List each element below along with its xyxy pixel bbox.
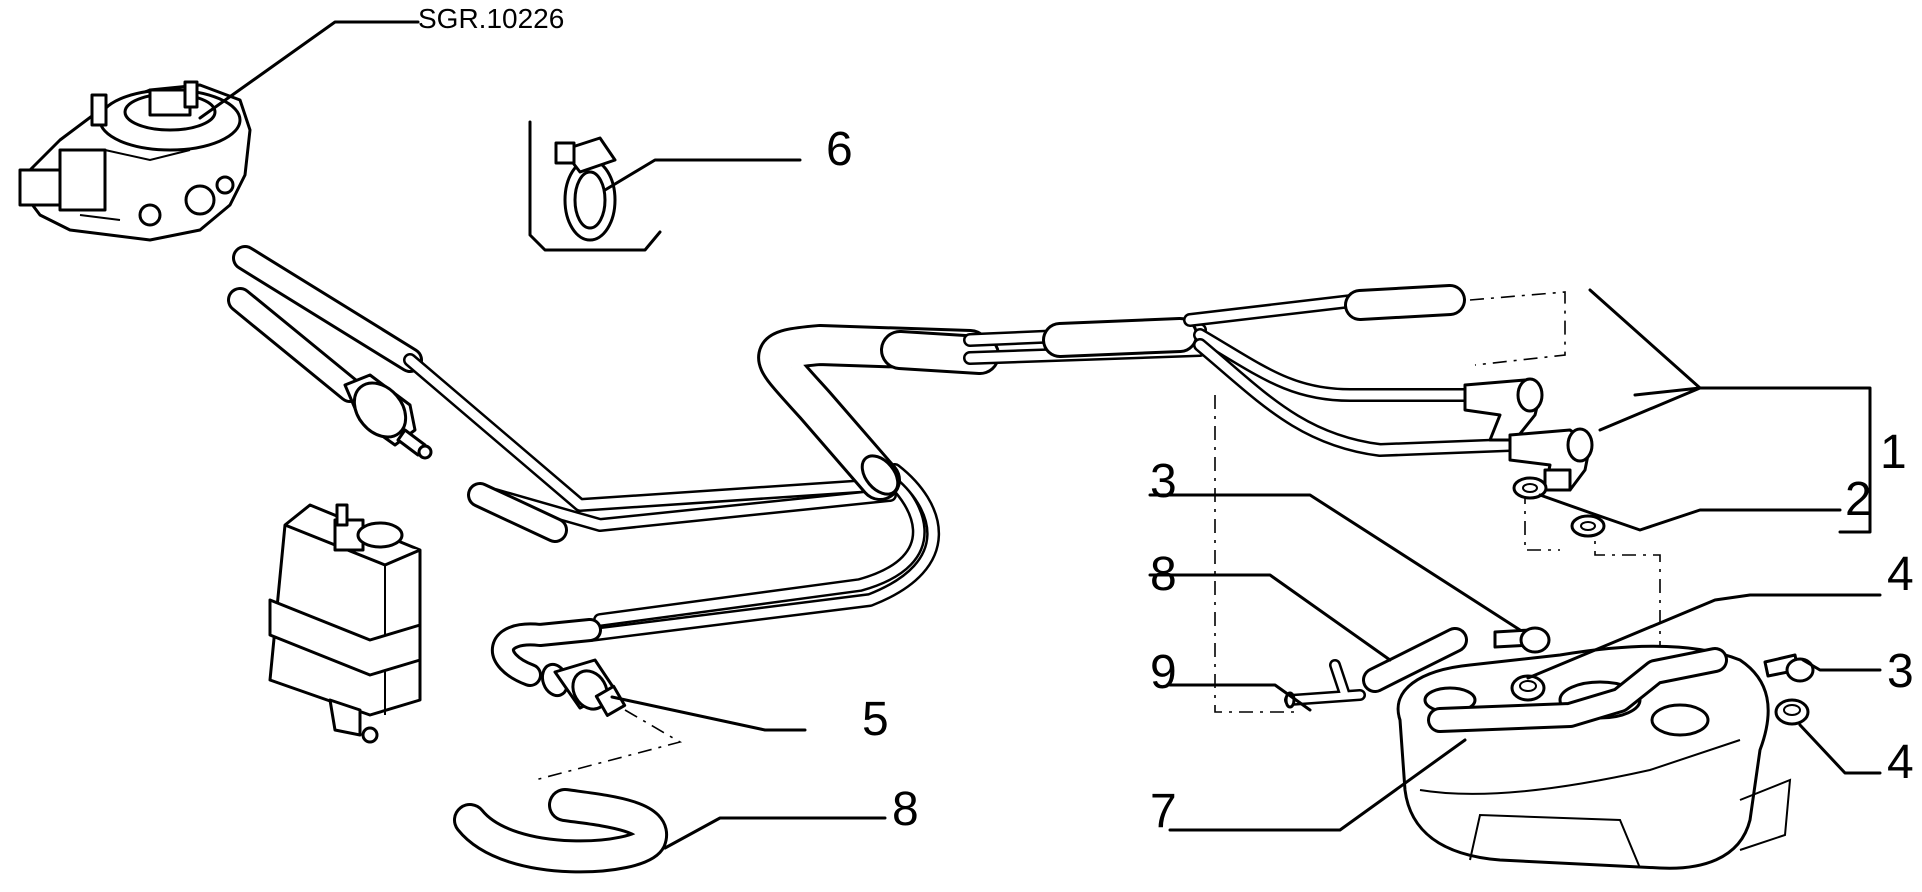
reference-phantom-lines (534, 291, 1661, 781)
short-straight-hose (1362, 627, 1468, 693)
callout-1: 1 (1880, 426, 1907, 479)
callout-8-lower: 8 (892, 783, 919, 836)
u-shaped-hose (453, 788, 668, 874)
callout-4-upper: 4 (1887, 548, 1914, 601)
callout-3-upper: 3 (1150, 455, 1177, 508)
leader-lines (198, 20, 1882, 850)
callout-8-upper: 8 (1150, 548, 1177, 601)
callout-5: 5 (862, 693, 889, 746)
tank-vent-hose (1427, 647, 1728, 733)
check-valve (540, 658, 627, 717)
carbon-canister (268, 503, 422, 744)
callout-2: 2 (1845, 473, 1872, 526)
hose-clamp-inset (528, 120, 662, 252)
fuel-tank (1396, 644, 1792, 870)
fuel-filter-assembly (227, 287, 433, 460)
callout-6: 6 (826, 123, 853, 176)
callout-9: 9 (1150, 646, 1177, 699)
rubber-grommets (1510, 674, 1810, 726)
nipple-connectors (1493, 626, 1815, 683)
vapour-hose-bundle (232, 245, 1594, 687)
t-connector (1284, 659, 1366, 709)
callout-4-right: 4 (1887, 736, 1914, 789)
throttle-body-assembly (18, 80, 252, 242)
callout-3-right: 3 (1887, 645, 1914, 698)
washer-parts (1512, 476, 1606, 538)
callout-7: 7 (1150, 785, 1177, 838)
drawing-reference-label: SGR.10226 (418, 3, 564, 34)
